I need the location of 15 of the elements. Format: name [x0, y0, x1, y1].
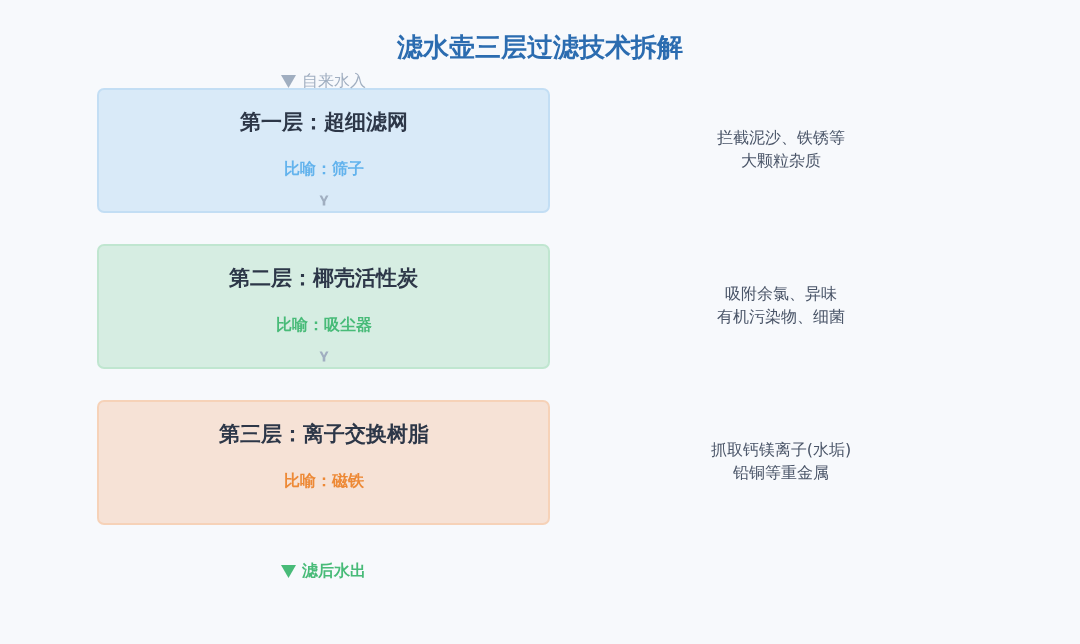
- layer-box: [97, 88, 550, 213]
- layer-heading: 第二层：椰壳活性炭: [229, 265, 418, 292]
- layer-heading: 第三层：离子交换树脂: [218, 421, 429, 448]
- metaphor-text: 比喻：磁铁: [283, 470, 364, 492]
- metaphor-text: 比喻：筛子: [283, 158, 364, 180]
- description-text: 拦截泥沙、铁锈等大颗粒杂质: [717, 127, 845, 172]
- description-text: 抓取钙镁离子(水垢)铅铜等重金属: [710, 439, 852, 484]
- flow-label: 滤后水出: [302, 561, 366, 581]
- metaphor-text: 比喻：吸尘器: [275, 314, 372, 336]
- flow-label: 自来水入: [302, 71, 366, 91]
- layer-heading: 第一层：超细滤网: [239, 109, 408, 136]
- description-text: 吸附余氯、异味有机污染物、细菌: [717, 283, 845, 328]
- layer-box: [97, 244, 550, 369]
- title: 滤水壶三层过滤技术拆解: [397, 31, 683, 63]
- layer-box: [97, 400, 550, 525]
